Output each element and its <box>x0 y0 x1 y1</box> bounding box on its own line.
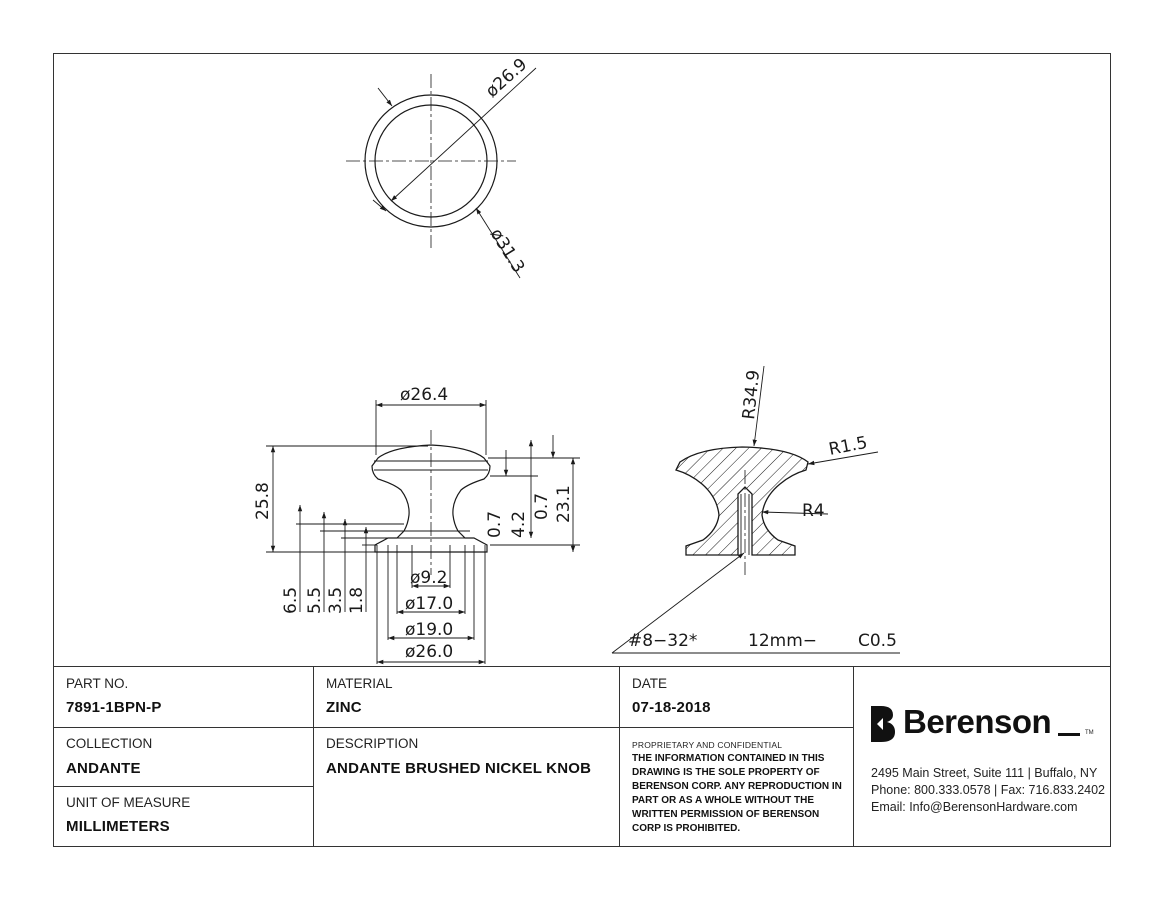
dim-left-3: 3.5 <box>326 587 346 614</box>
section-hatch <box>675 446 809 556</box>
inner-dia-leader <box>390 67 537 202</box>
collection-value: ANDANTE <box>66 760 141 777</box>
drawing-frame <box>53 53 1111 847</box>
email-line: Email: Info@BerensonHardware.com <box>871 800 1078 814</box>
material-label: MATERIAL <box>326 676 393 691</box>
uom-value: MILLIMETERS <box>66 818 170 835</box>
proprietary-heading: PROPRIETARY AND CONFIDENTIAL <box>632 740 783 750</box>
dim-left-4: 1.8 <box>347 587 367 614</box>
description-label: DESCRIPTION <box>326 736 419 751</box>
depth-label: 12mm− <box>748 631 817 651</box>
dim-bottom-4: ø26.0 <box>405 642 453 662</box>
date-label: DATE <box>632 676 668 691</box>
dim-bottom-1: ø9.2 <box>410 568 447 588</box>
r-top-label: R34.9 <box>739 369 764 420</box>
dim-right-2: 4.2 <box>509 511 529 538</box>
section-view: R34.9 R1.5 R4 #8−32* 12mm− C0.5 <box>611 365 900 654</box>
uom-label: UNIT OF MEASURE <box>66 795 191 810</box>
description-value: ANDANTE BRUSHED NICKEL KNOB <box>326 760 592 777</box>
dim-right-3: 0.7 <box>532 493 552 520</box>
dim-bottom-3: ø19.0 <box>405 620 453 640</box>
dim-right-4: 23.1 <box>554 485 574 523</box>
dim-left-2: 5.5 <box>305 587 325 614</box>
part-no-label: PART NO. <box>66 676 129 691</box>
outer-dia-arrow <box>372 199 387 212</box>
dim-right-1: 0.7 <box>485 511 505 538</box>
phone-line: Phone: 800.333.0578 | Fax: 716.833.2402 <box>871 783 1105 797</box>
width-top-label: ø26.4 <box>400 385 448 405</box>
trademark: TM <box>1085 730 1094 736</box>
dim-left-1: 6.5 <box>281 587 301 614</box>
outer-dia-label: ø31.3 <box>486 225 529 277</box>
top-view: ø26.9 ø31.3 <box>346 55 537 279</box>
thread-label: #8−32* <box>628 631 697 651</box>
company-name: Berenson <box>903 703 1052 740</box>
chamfer-label: C0.5 <box>858 631 897 651</box>
address-line: 2495 Main Street, Suite 111 | Buffalo, N… <box>871 766 1098 780</box>
height-total-label: 25.8 <box>253 482 273 520</box>
inner-dia-arrow <box>377 87 393 107</box>
collection-label: COLLECTION <box>66 736 153 751</box>
outer-dia-leader <box>475 207 521 279</box>
knob-outline <box>371 444 491 553</box>
side-view: ø26.4 25.8 0.7 4.2 0.7 23.1 6.5 5.5 3.5 … <box>253 385 580 665</box>
r-neck-label: R4 <box>802 501 825 521</box>
material-value: ZINC <box>326 699 362 716</box>
date-value: 07-18-2018 <box>632 699 711 716</box>
proprietary-text: THE INFORMATION CONTAINED IN THIS DRAWIN… <box>632 753 842 834</box>
dim-bottom-2: ø17.0 <box>405 594 453 614</box>
part-no-value: 7891-1BPN-P <box>66 699 162 716</box>
berenson-logo-icon <box>871 706 895 742</box>
r-edge-label: R1.5 <box>827 433 869 460</box>
